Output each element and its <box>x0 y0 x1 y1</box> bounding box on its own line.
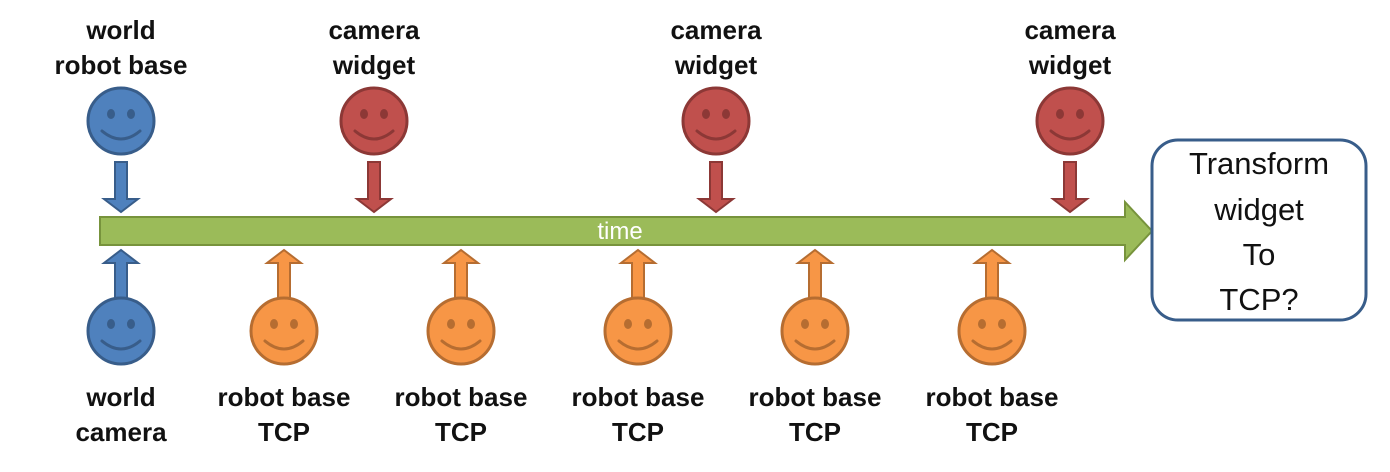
face-eye <box>380 109 388 119</box>
bottom-event-4-label-line-2: TCP <box>789 417 841 447</box>
face-smile <box>617 339 659 351</box>
face-circle <box>249 296 319 366</box>
result-box-line-2: widget <box>1213 192 1304 227</box>
bottom-event-3-label-line-1: robot base <box>572 382 705 412</box>
time-label: time <box>597 218 642 245</box>
smiley-faces <box>86 86 1105 366</box>
face-eye <box>127 109 135 119</box>
face-eye <box>360 109 368 119</box>
top-event-0-label-line-1: world <box>85 15 155 45</box>
face-eye <box>644 319 652 329</box>
top-event-3-face <box>1035 86 1105 156</box>
face-eye <box>447 319 455 329</box>
face-eye <box>290 319 298 329</box>
face-smile <box>794 339 836 351</box>
top-event-1-label-line-2: widget <box>332 50 416 80</box>
bottom-event-2-label-line-1: robot base <box>395 382 528 412</box>
result-box-frame <box>1150 138 1368 322</box>
face-eye <box>998 319 1006 329</box>
face-eye <box>702 109 710 119</box>
face-smile <box>971 339 1013 351</box>
bottom-event-5-face <box>957 296 1027 366</box>
top-event-1-label-line-1: camera <box>328 15 420 45</box>
top-event-2-label-line-1: camera <box>670 15 762 45</box>
face-eye <box>821 319 829 329</box>
bottom-event-4-face <box>780 296 850 366</box>
top-event-3-arrow <box>1050 161 1090 214</box>
face-smile <box>440 339 482 351</box>
face-eye <box>1056 109 1064 119</box>
face-circle <box>681 86 751 156</box>
bottom-event-5-label-line-1: robot base <box>926 382 1059 412</box>
bottom-event-4-arrow <box>795 248 835 302</box>
face-eye <box>722 109 730 119</box>
bottom-event-1-arrow <box>264 248 304 302</box>
face-eye <box>467 319 475 329</box>
face-circle <box>780 296 850 366</box>
face-eye <box>624 319 632 329</box>
bottom-event-0-face <box>86 296 156 366</box>
bottom-event-1-label-line-1: robot base <box>218 382 351 412</box>
bottom-event-1-face <box>249 296 319 366</box>
face-circle <box>426 296 496 366</box>
timeline: time <box>99 199 1154 263</box>
bottom-event-3-face <box>603 296 673 366</box>
face-eye <box>801 319 809 329</box>
face-circle <box>603 296 673 366</box>
bottom-event-2-face <box>426 296 496 366</box>
result-box-line-1: Transform <box>1189 146 1329 181</box>
face-eye <box>127 319 135 329</box>
top-event-0-face <box>86 86 156 156</box>
bottom-event-0-arrow <box>101 248 141 302</box>
bottom-event-5-label-line-2: TCP <box>966 417 1018 447</box>
face-smile <box>263 339 305 351</box>
face-eye <box>107 109 115 119</box>
bottom-event-0-label-line-1: world <box>85 382 155 412</box>
top-event-3-label-line-2: widget <box>1028 50 1112 80</box>
bottom-event-5-arrow <box>972 248 1012 302</box>
event-labels: world robot base camera widget camera widget c… <box>55 15 1117 447</box>
result-box-line-3: To <box>1243 237 1276 272</box>
time-arrow <box>99 199 1154 263</box>
bottom-event-3-label-line-2: TCP <box>612 417 664 447</box>
event-arrows <box>101 161 1090 302</box>
face-eye <box>270 319 278 329</box>
face-eye <box>107 319 115 329</box>
result-box: Transform widget To TCP? <box>1150 138 1368 322</box>
top-event-3-label-line-1: camera <box>1024 15 1116 45</box>
face-smile <box>100 339 142 351</box>
bottom-event-1-label-line-2: TCP <box>258 417 310 447</box>
result-box-line-4: TCP? <box>1219 282 1298 317</box>
top-event-2-arrow <box>696 161 736 214</box>
bottom-event-4-label-line-1: robot base <box>749 382 882 412</box>
top-event-2-label-line-2: widget <box>674 50 758 80</box>
face-circle <box>339 86 409 156</box>
top-event-0-arrow <box>101 161 141 214</box>
face-circle <box>1035 86 1105 156</box>
face-smile <box>695 129 737 141</box>
bottom-event-0-label-line-2: camera <box>75 417 167 447</box>
face-smile <box>100 129 142 141</box>
face-smile <box>353 129 395 141</box>
face-circle <box>86 86 156 156</box>
face-eye <box>1076 109 1084 119</box>
face-circle <box>86 296 156 366</box>
face-circle <box>957 296 1027 366</box>
top-event-1-arrow <box>354 161 394 214</box>
bottom-event-3-arrow <box>618 248 658 302</box>
bottom-event-2-arrow <box>441 248 481 302</box>
top-event-2-face <box>681 86 751 156</box>
bottom-event-2-label-line-2: TCP <box>435 417 487 447</box>
face-smile <box>1049 129 1091 141</box>
top-event-0-label-line-2: robot base <box>55 50 188 80</box>
top-event-1-face <box>339 86 409 156</box>
face-eye <box>978 319 986 329</box>
